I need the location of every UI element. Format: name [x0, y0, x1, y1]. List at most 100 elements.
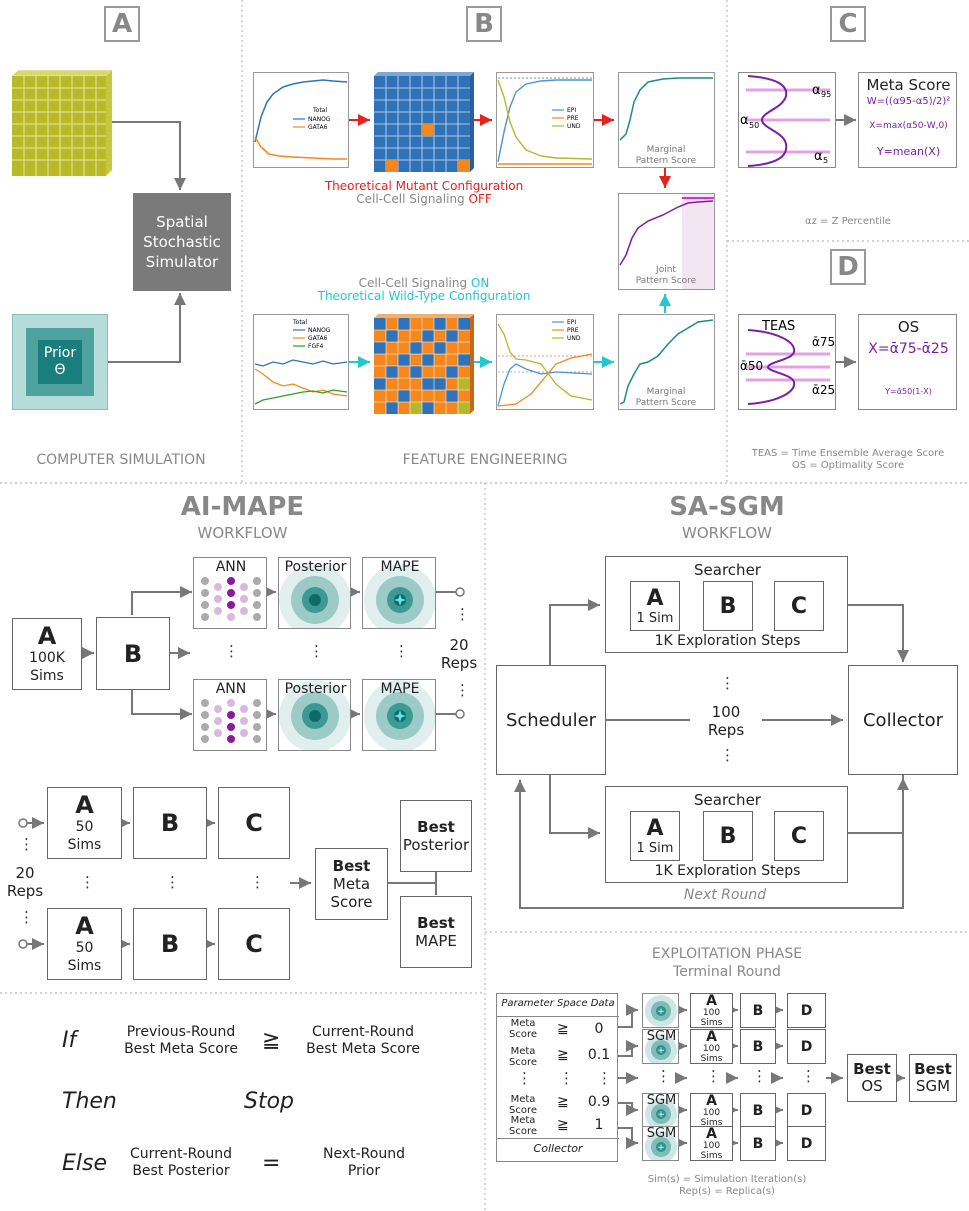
footnote-reps: Rep(s) = Replica(s): [679, 1186, 775, 1197]
row-label-part: Score: [508, 1105, 537, 1116]
row-op: ≧: [557, 1094, 569, 1110]
theta-symbol: Θ: [54, 362, 66, 378]
exploit-a-count: 100: [702, 1007, 721, 1018]
searcher-a-sim: 1 Sim: [636, 610, 674, 626]
exploitation-title: EXPLOITATION PHASE: [651, 946, 803, 962]
ann-label-top: ANN: [215, 559, 247, 575]
ellipsis-dots: ⋮: [656, 1067, 671, 1085]
legend-total: Total: [312, 107, 327, 114]
aimape-reps-label-2: 20 Reps: [4, 864, 46, 900]
sgm-box-4: + SGM: [642, 1126, 679, 1161]
rule-curr-1: Current-Round: [312, 1024, 414, 1040]
joint-label-1: Joint: [655, 265, 676, 275]
sgm-target-icon: +: [645, 1131, 677, 1160]
marginal-score-mutant: Marginal Pattern Score: [618, 72, 715, 168]
exploration-steps-bottom: 1K Exploration Steps: [654, 863, 801, 879]
legend-pre-b: PRE: [567, 327, 579, 334]
rule-else: Else: [62, 1151, 108, 1176]
exploit-b-2: B: [740, 1029, 776, 1064]
posterior-label-bottom: Posterior: [284, 681, 347, 697]
ellipsis-dots: ⋮: [720, 674, 735, 692]
panel-b-label: B: [466, 6, 502, 42]
row-op: ≧: [557, 1117, 569, 1133]
reps-word: Reps: [440, 654, 478, 672]
a50-sims-top: Sims: [67, 837, 102, 853]
best-mape-2: MAPE: [415, 932, 457, 950]
searcher-box-top: Searcher A 1 Sim B C 1K Exploration Step…: [605, 556, 848, 653]
cell-lattice-wildtype: [374, 314, 474, 414]
a50-letter-bottom: A: [75, 912, 94, 940]
wildtype-caption: Cell-Cell Signaling ON Theoretical Wild-…: [290, 277, 558, 303]
rule-if: If: [62, 1028, 77, 1053]
best-os-box: Best OS: [847, 1054, 897, 1102]
formula-w: W=((α95-α5)/2)²: [866, 96, 951, 107]
computer-simulation-caption: COMPUTER SIMULATION: [36, 452, 206, 468]
rule-prev: Previous-Round Best Meta Score: [112, 1024, 250, 1058]
exploit-d-4: D: [787, 1126, 826, 1161]
exploit-a-count: 100: [702, 1140, 721, 1151]
os-formula-x: X=ᾱ75-ᾱ25: [868, 341, 949, 357]
joint-score-plot: Joint Pattern Score: [618, 193, 715, 290]
sgm-box-1: +: [642, 993, 679, 1028]
feature-engineering-caption: FEATURE ENGINEERING: [402, 452, 568, 468]
simulator-box: Spatial Stochastic Simulator: [133, 193, 231, 291]
meta-score-box: Meta Score W=((α95-α5)/2)² X=max(α50-W,0…: [858, 72, 957, 168]
best-meta-3: Score: [330, 893, 373, 911]
exploit-a-count: 100: [702, 1107, 721, 1118]
ellipsis-dots: ⋮: [559, 1069, 574, 1087]
a25-label: ᾱ25: [812, 383, 835, 397]
best-mape-1: Best: [417, 914, 455, 932]
a50-count-bottom: 50: [75, 940, 94, 956]
legend-gata6: GATA6: [308, 124, 328, 131]
row-label-part: Meta: [510, 1018, 536, 1029]
c-box-top: C: [218, 787, 290, 859]
legend-nanog-b: NANOG: [308, 327, 331, 334]
mutant-caption-1: Theoretical Mutant Configuration: [324, 179, 524, 193]
state-plot-wildtype: EPI PRE UND: [496, 314, 594, 410]
mutant-caption: Theoretical Mutant Configuration Cell-Ce…: [290, 180, 558, 206]
alpha50-label: α: [740, 113, 749, 128]
exploit-a-letter: A: [706, 1028, 717, 1045]
prior-box: Prior Θ: [12, 314, 108, 410]
joint-label-2: Pattern Score: [636, 276, 697, 286]
row-label-part: Meta: [510, 1046, 536, 1057]
searcher-a-sim-b: 1 Sim: [636, 840, 674, 856]
best-meta-score-box: Best Meta Score: [315, 848, 388, 920]
next-round-label: Next Round: [640, 887, 810, 903]
svg-text:+: +: [657, 1110, 665, 1120]
footnote-sims: Sim(s) = Simulation Iteration(s): [647, 1174, 807, 1185]
teas-os-notes: TEAS = Time Ensemble Average Score OS = …: [727, 448, 969, 472]
sasgm-reps-label: 100 Reps: [690, 703, 762, 739]
searcher-b-bottom: B: [703, 811, 753, 861]
ellipsis-dots: ⋮: [597, 1069, 612, 1087]
exploit-b-3: B: [740, 1093, 776, 1128]
os-box: OS X=ᾱ75-ᾱ25 Y=ᾱ50(1-X): [858, 314, 957, 410]
posterior-label-top: Posterior: [284, 559, 347, 575]
searcher-box-bottom: Searcher A 1 Sim B C 1K Exploration Step…: [605, 786, 848, 883]
legend-pre: PRE: [567, 115, 579, 122]
rule-next-prior-1: Next-Round: [323, 1146, 405, 1162]
sgm-label: SGM: [646, 1029, 677, 1044]
aimape-title: AI-MAPE: [180, 492, 305, 522]
cell-lattice-mutant: [374, 72, 474, 172]
a50-sims-bottom: Sims: [67, 958, 102, 974]
exploit-a-sims: Sims: [700, 1117, 723, 1128]
legend-und-b: UND: [567, 335, 581, 342]
aimape-a-sims: Sims: [30, 668, 64, 684]
teas-label: TEAS: [761, 319, 795, 334]
mutant-caption-2: Cell-Cell Signaling: [356, 192, 465, 206]
exploit-a-letter: A: [706, 1125, 717, 1142]
collector-box: Collector: [848, 665, 958, 775]
a50-box-top: A 50 Sims: [47, 787, 122, 859]
mape-label-top: MAPE: [380, 559, 420, 575]
svg-text:+: +: [657, 1046, 665, 1056]
rule-curr-post: Current-Round Best Posterior: [118, 1146, 244, 1180]
ann-box-top: ANN: [193, 557, 267, 629]
ellipsis-dots: ⋮: [706, 1067, 721, 1085]
legend-und: UND: [567, 123, 581, 130]
